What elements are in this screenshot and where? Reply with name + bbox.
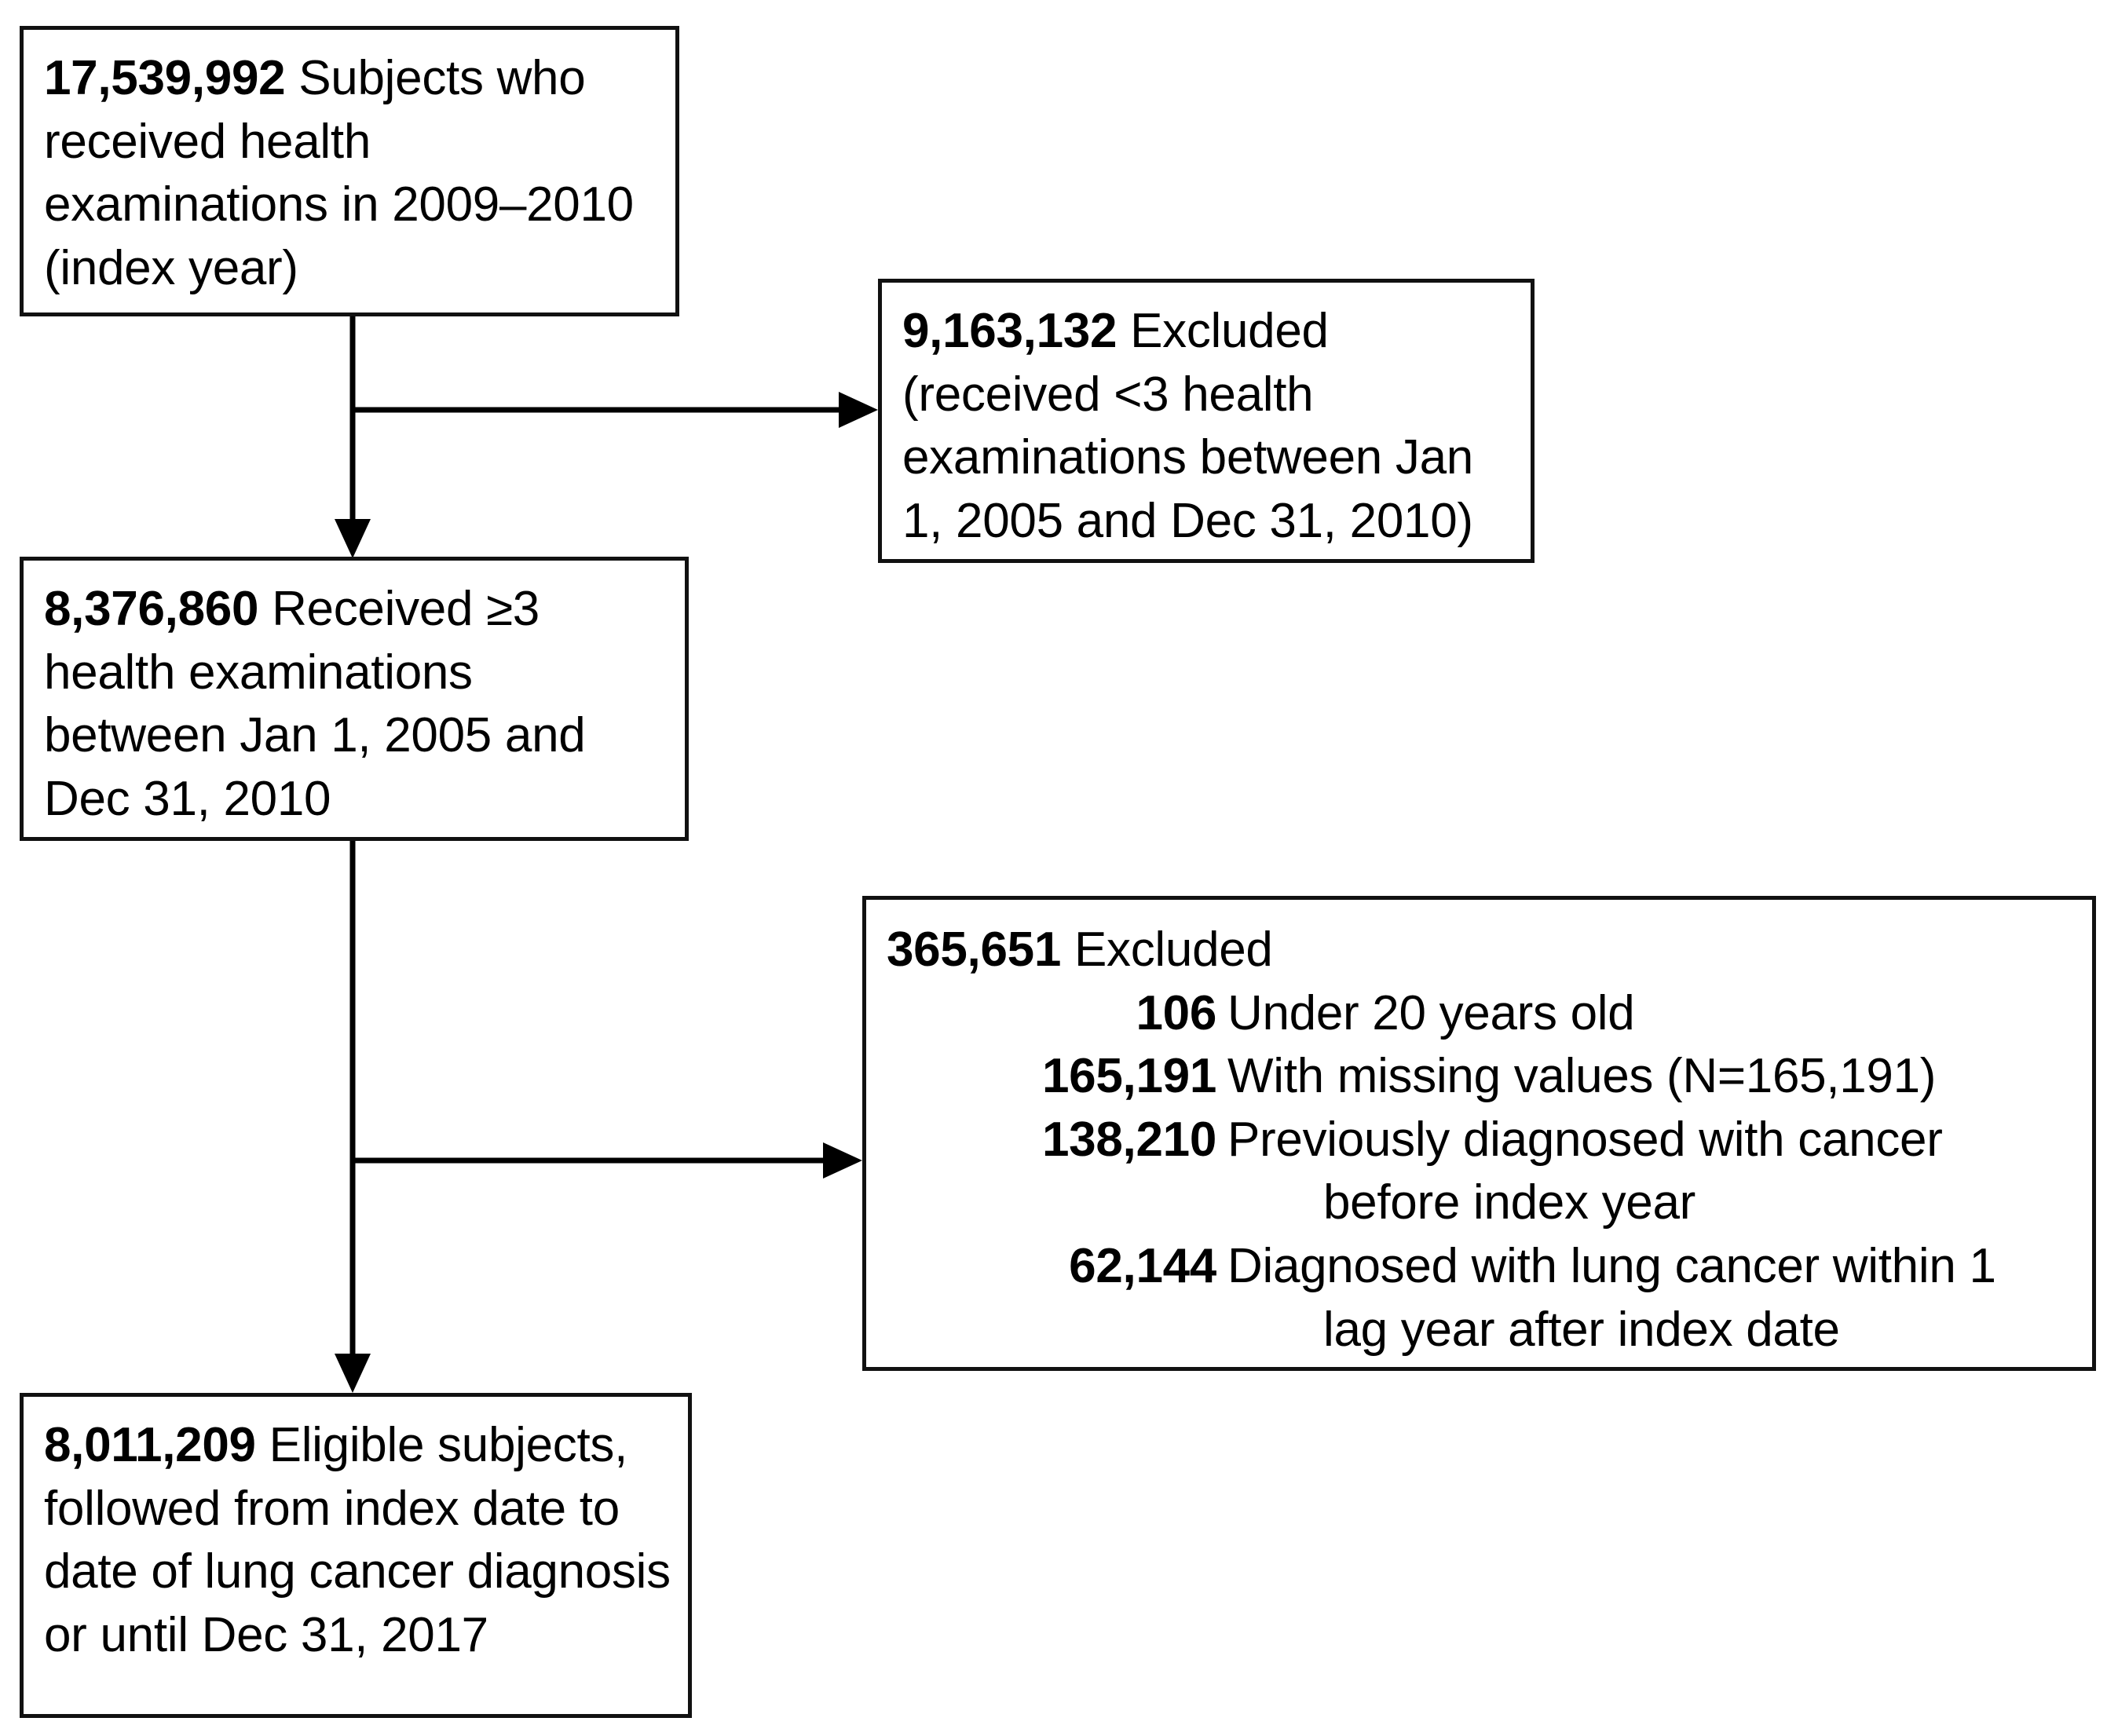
enrolled-subjects-text: Subjects who received health examination… [44,51,634,295]
exclusion-sub-text: Under 20 years old [1227,985,1635,1040]
eligible-subjects-text: Eligible subjects, followed from index d… [44,1418,671,1662]
arrow-enrolled-to-three-exams [335,316,371,558]
eligible-subjects-box: 8,011,209 Eligible subjects, followed fr… [20,1393,692,1718]
arrow-three-exams-to-eligible [335,841,371,1393]
three-or-more-exams-content: 8,376,860 Received ≥3 health examination… [24,561,685,845]
exclusion-sub-count: 165,191 [1041,1049,1216,1104]
three-or-more-exams-count: 8,376,860 [44,582,259,636]
exclusion-sub-count: 106 [1136,985,1216,1040]
exclusion-2-count: 365,651 [887,923,1062,977]
enrolled-subjects-count: 17,539,992 [44,51,286,105]
exclusion-sub-text: Diagnosed with lung cancer within 1 [1227,1238,1996,1293]
exclusion-sub-text-wrap: Diagnosed with lung cancer within 1 lag … [1227,1235,2076,1361]
exclusion-sub-continuation: lag year after index date [1323,1302,1840,1357]
exclusion-box-other-criteria: 365,651 Excluded 106 Under 20 years old … [862,896,2096,1371]
eligible-subjects-content: 8,011,209 Eligible subjects, followed fr… [24,1397,688,1681]
three-or-more-exams-text: Received ≥3 health examinations between … [44,582,586,826]
exclusion-1-count: 9,163,132 [902,304,1118,358]
exclusion-sub-count: 62,144 [1069,1238,1216,1293]
exclusion-sub-item: 106 Under 20 years old [887,982,2076,1046]
three-or-more-exams-box: 8,376,860 Received ≥3 health examination… [20,557,689,841]
exclusion-sub-continuation: before index year [1323,1175,1695,1230]
exclusion-2-content: 365,651 Excluded 106 Under 20 years old … [866,900,2092,1374]
exclusion-box-fewer-than-three-exams: 9,163,132 Excluded (received <3 health e… [878,279,1535,563]
enrolled-subjects-box: 17,539,992 Subjects who received health … [20,26,679,316]
exclusion-sub-text: Previously diagnosed with cancer [1227,1112,1943,1167]
exclusion-sub-count: 138,210 [1041,1112,1216,1167]
exclusion-2-text: Excluded [1074,923,1273,977]
exclusion-sub-item: 62,144 Diagnosed with lung cancer within… [887,1235,2076,1361]
exclusion-1-content: 9,163,132 Excluded (received <3 health e… [882,283,1531,567]
arrow-enrolled-to-excluded-1 [349,316,878,428]
exclusion-sub-text: With missing values (N=165,191) [1227,1049,1937,1104]
exclusion-1-text: Excluded (received <3 health examination… [902,304,1473,548]
exclusion-sub-text-wrap: Previously diagnosed with cancer before … [1227,1109,2076,1235]
eligible-subjects-count: 8,011,209 [44,1418,256,1472]
arrow-three-exams-to-excluded-2 [349,841,862,1179]
exclusion-sub-item: 138,210 Previously diagnosed with cancer… [887,1109,2076,1235]
enrolled-subjects-content: 17,539,992 Subjects who received health … [24,30,675,314]
exclusion-sub-item: 165,191 With missing values (N=165,191) [887,1045,2076,1109]
exclusion-2-sub-list: 106 Under 20 years old 165,191 With miss… [887,982,2076,1362]
exclusion-2-header: 365,651 Excluded [887,919,2076,982]
